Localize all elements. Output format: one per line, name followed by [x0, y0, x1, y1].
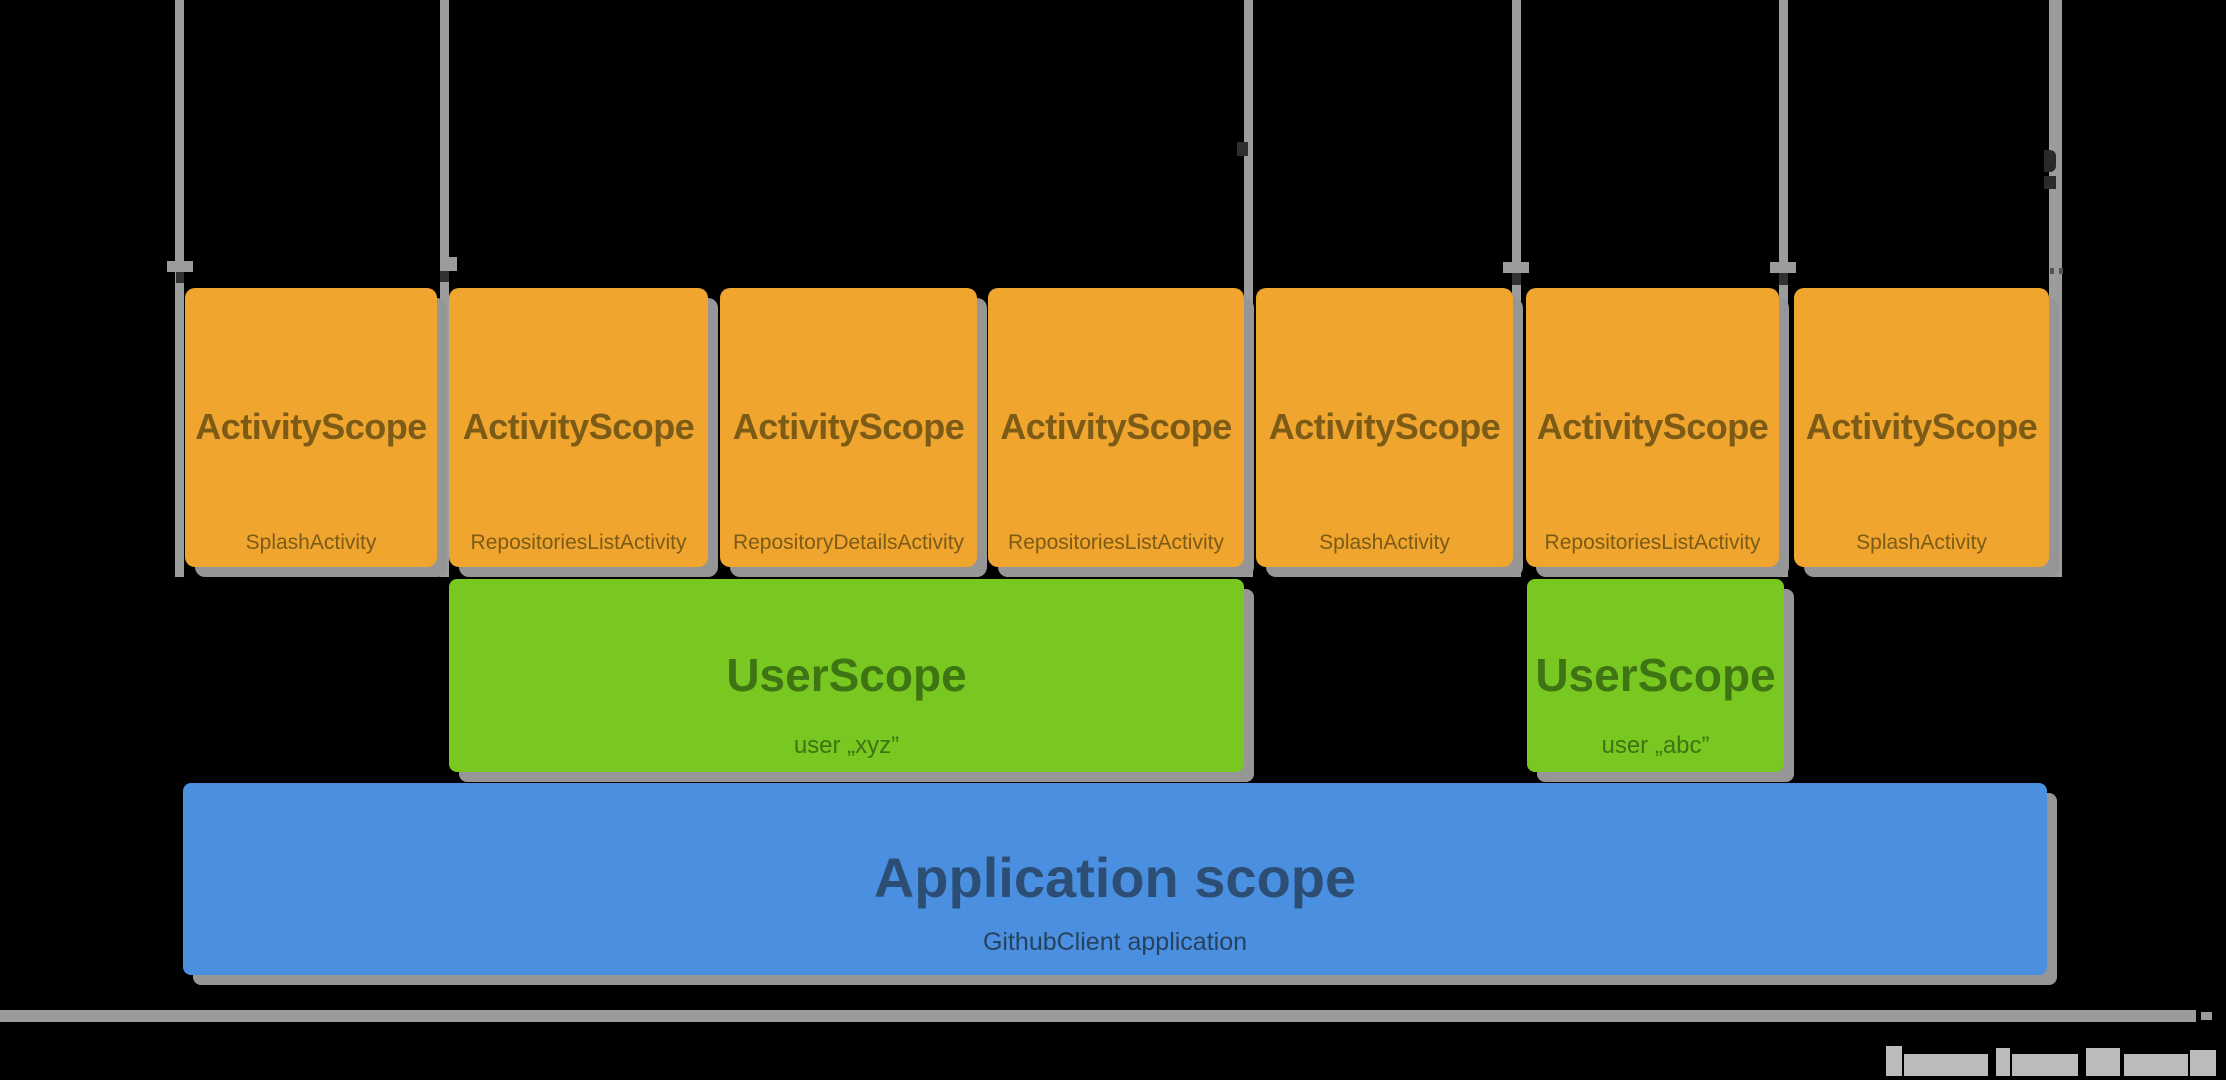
- activity-scope-box: ActivityScope SplashActivity: [1794, 288, 2049, 567]
- activity-scope-title: ActivityScope: [1000, 405, 1232, 447]
- activity-scope-subtitle: RepositoriesListActivity: [470, 531, 687, 554]
- user-scope-box: UserScope user „abc”: [1527, 579, 1784, 772]
- activity-scope-subtitle: SplashActivity: [1856, 531, 1987, 554]
- activity-scope-subtitle: SplashActivity: [1319, 531, 1450, 554]
- activity-scope-box: ActivityScope RepositoryDetailsActivity: [720, 288, 977, 567]
- lifeline: [1512, 0, 1521, 577]
- lifeline: [440, 0, 449, 577]
- watermark: [1886, 1046, 2216, 1076]
- user-scope-box: UserScope user „xyz”: [449, 579, 1244, 772]
- scope-open-marker: [1512, 273, 1521, 285]
- user-scope-subtitle: user „abc”: [1601, 732, 1710, 759]
- lifeline-notch: [2044, 176, 2056, 189]
- user-scope-subtitle: user „xyz”: [793, 732, 900, 759]
- lifeline-notch: [1237, 142, 1248, 156]
- activity-scope-title: ActivityScope: [195, 405, 427, 447]
- timeline-axis-end: [2201, 1012, 2212, 1020]
- activity-scope-box: ActivityScope RepositoriesListActivity: [449, 288, 708, 567]
- activity-scope-subtitle: RepositoriesListActivity: [1544, 531, 1761, 554]
- scope-open-marker: [1503, 262, 1529, 273]
- activity-scope-title: ActivityScope: [1805, 405, 2038, 447]
- scope-open-marker: [167, 261, 193, 272]
- activity-scope-box: ActivityScope SplashActivity: [185, 288, 437, 567]
- lifeline: [2049, 0, 2062, 577]
- timeline-axis: [0, 1010, 2196, 1022]
- user-scope-title: UserScope: [726, 648, 967, 701]
- activity-scope-subtitle: SplashActivity: [245, 531, 377, 554]
- scope-open-marker: [443, 257, 457, 271]
- lifeline: [175, 0, 184, 577]
- application-scope-box: Application scope GithubClient applicati…: [183, 783, 2047, 975]
- lifeline: [1779, 0, 1788, 577]
- activity-scope-title: ActivityScope: [1536, 405, 1769, 447]
- application-scope-title: Application scope: [873, 846, 1357, 910]
- scope-open-marker: [1770, 262, 1796, 273]
- lifeline: [1244, 0, 1253, 577]
- activity-scope-title: ActivityScope: [1268, 405, 1501, 447]
- user-scope-title: UserScope: [1535, 648, 1776, 701]
- activity-scope-title: ActivityScope: [462, 405, 695, 447]
- activity-scope-box: ActivityScope SplashActivity: [1256, 288, 1513, 567]
- activity-scope-box: ActivityScope RepositoriesListActivity: [988, 288, 1244, 567]
- activity-scope-box: ActivityScope RepositoriesListActivity: [1526, 288, 1779, 567]
- scope-open-marker: [1779, 273, 1788, 285]
- scope-open-marker: [176, 272, 184, 283]
- activity-scope-subtitle: RepositoriesListActivity: [1008, 531, 1224, 554]
- activity-scope-subtitle: RepositoryDetailsActivity: [732, 531, 965, 554]
- lifeline-dot: [2059, 268, 2063, 274]
- lifeline-notch: [2044, 150, 2056, 172]
- application-scope-subtitle: GithubClient application: [982, 928, 1248, 956]
- scope-open-marker: [440, 271, 449, 282]
- lifeline-dot: [2050, 268, 2054, 274]
- activity-scope-title: ActivityScope: [732, 405, 965, 447]
